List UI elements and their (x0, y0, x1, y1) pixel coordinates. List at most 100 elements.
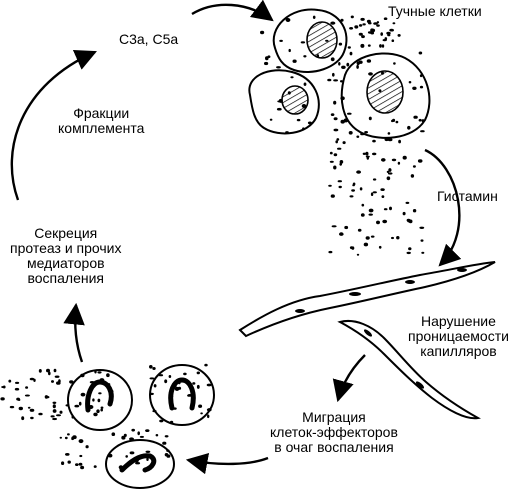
granule (301, 104, 307, 108)
granule (168, 375, 172, 378)
granule (38, 369, 42, 373)
granule (373, 22, 378, 25)
granule (419, 226, 425, 229)
granule (380, 32, 384, 36)
granule (61, 461, 65, 466)
granule (169, 394, 174, 399)
granule (386, 31, 391, 35)
granule (152, 367, 156, 370)
granule (135, 459, 139, 463)
granule (94, 369, 97, 374)
effector-cell-nucleus (119, 453, 157, 473)
granule (342, 141, 346, 145)
granule (330, 113, 335, 116)
granule (59, 436, 62, 439)
granule (381, 195, 385, 199)
granule (169, 420, 174, 425)
capillaries-illustration (238, 261, 496, 420)
granule (59, 410, 63, 414)
migration-label: Миграция клеток-эффекторов в очаг воспал… (270, 409, 398, 455)
granule (46, 368, 50, 373)
granule (129, 451, 135, 455)
granule (173, 407, 177, 410)
granule (408, 247, 412, 251)
granule (376, 21, 380, 24)
granule (206, 383, 212, 387)
granule (350, 15, 354, 19)
granule (368, 72, 373, 76)
granule (376, 220, 380, 225)
granule (67, 433, 70, 436)
granule (155, 434, 159, 437)
granule (410, 174, 415, 178)
granule (391, 39, 395, 42)
granule (418, 51, 423, 55)
granule (378, 245, 382, 249)
granule (362, 152, 366, 155)
arrow-to-effector-cells (185, 452, 269, 475)
granule (349, 246, 354, 250)
granule (99, 378, 105, 382)
granule (378, 89, 382, 93)
granule (367, 44, 371, 47)
granule (25, 386, 29, 389)
granule (27, 406, 31, 409)
granule (198, 404, 203, 408)
granule (418, 118, 422, 122)
granule (376, 24, 380, 27)
granule (79, 454, 83, 458)
granule (129, 437, 134, 441)
granule (71, 437, 74, 441)
granule (18, 406, 23, 411)
granule (302, 127, 305, 131)
granule (174, 384, 177, 388)
granule (290, 76, 294, 79)
granule (384, 137, 389, 142)
granule (364, 131, 368, 134)
granule (354, 25, 359, 29)
granule (92, 398, 95, 402)
granule (329, 160, 334, 163)
arrow-to-migration (332, 354, 366, 403)
granule (287, 91, 291, 95)
granule (65, 404, 70, 407)
granule (372, 178, 377, 181)
granule (407, 219, 412, 223)
granule (166, 454, 171, 458)
granule (276, 66, 281, 69)
granule (372, 139, 376, 143)
granule (325, 39, 329, 42)
granule (329, 151, 333, 155)
capillary-nucleus (457, 268, 467, 272)
granule (347, 112, 352, 115)
granule (52, 409, 57, 413)
mast-cells-label: Тучные клетки (388, 3, 482, 19)
granule (67, 460, 71, 464)
secretion-label: Секреция протеаз и прочих медиаторов вос… (10, 225, 122, 286)
granule (56, 414, 61, 417)
granule (340, 80, 343, 83)
granule (69, 380, 74, 384)
granule (107, 383, 111, 386)
effector-cells-illustration (0, 363, 215, 489)
granule (363, 242, 369, 247)
granule (97, 371, 102, 374)
granule (356, 170, 361, 174)
granule (386, 170, 390, 173)
granule (187, 394, 192, 397)
granule (370, 235, 375, 238)
granule (135, 461, 139, 465)
granule (137, 431, 140, 436)
granule (362, 23, 366, 26)
granule (368, 208, 374, 213)
granule (336, 138, 340, 141)
granule (358, 32, 363, 36)
granule (372, 152, 377, 156)
granule (2, 385, 6, 389)
granule (412, 86, 417, 91)
capillary-nucleus (415, 381, 425, 389)
granule (368, 213, 373, 216)
granule (88, 405, 94, 409)
granule (8, 379, 12, 383)
